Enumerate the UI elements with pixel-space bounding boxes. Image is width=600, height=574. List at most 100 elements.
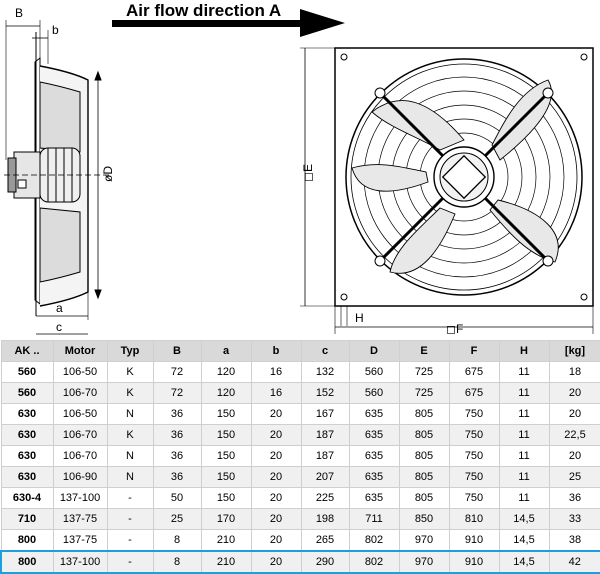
table-cell: 187 — [300, 424, 350, 446]
table-cell: 22,5 — [548, 424, 600, 446]
table-cell: 120 — [200, 382, 252, 404]
table-cell: 675 — [448, 361, 500, 383]
col-header-typ: Typ — [106, 340, 154, 362]
table-cell: 207 — [300, 466, 350, 488]
table-cell: 20 — [548, 445, 600, 467]
fan-side-view — [4, 20, 110, 335]
dim-H-label: H — [355, 311, 364, 325]
table-cell: 635 — [348, 487, 400, 509]
col-header-motor: Motor — [52, 340, 108, 362]
table-cell: K — [106, 361, 154, 383]
table-cell: 800 — [0, 550, 54, 574]
table-cell: 970 — [398, 550, 450, 574]
table-cell: 25 — [152, 508, 202, 530]
table-cell: 225 — [300, 487, 350, 509]
table-cell: K — [106, 382, 154, 404]
table-cell: 187 — [300, 445, 350, 467]
table-cell: 38 — [548, 529, 600, 552]
table-cell: 167 — [300, 403, 350, 425]
table-cell: 805 — [398, 403, 450, 425]
dim-a-label: a — [56, 301, 63, 315]
table-cell: 20 — [548, 403, 600, 425]
table-cell: 710 — [0, 508, 54, 530]
table-cell: 137-75 — [52, 508, 108, 530]
table-cell: 106-70 — [52, 424, 108, 446]
table-cell: 106-50 — [52, 361, 108, 383]
dim-E-label: ◻E — [301, 164, 315, 182]
table-cell: 16 — [250, 361, 302, 383]
dim-B-label: B — [15, 6, 23, 20]
table-cell: K — [106, 424, 154, 446]
table-cell: 910 — [448, 529, 500, 552]
table-cell: 635 — [348, 466, 400, 488]
table-cell: 910 — [448, 550, 500, 574]
table-cell: 635 — [348, 445, 400, 467]
table-cell: 560 — [0, 361, 54, 383]
table-cell: 802 — [348, 550, 400, 574]
table-cell: 711 — [348, 508, 400, 530]
col-header-b-lower: b — [250, 340, 302, 362]
col-header-e: E — [398, 340, 450, 362]
table-cell: 635 — [348, 424, 400, 446]
table-cell: 8 — [152, 550, 202, 574]
col-header-h: H — [498, 340, 550, 362]
table-cell: 152 — [300, 382, 350, 404]
fan-front-view — [300, 47, 594, 334]
table-cell: 635 — [348, 403, 400, 425]
col-header-c: c — [300, 340, 350, 362]
table-cell: 630 — [0, 466, 54, 488]
table-cell: 725 — [398, 382, 450, 404]
table-cell: 150 — [200, 403, 252, 425]
table-cell: 20 — [250, 424, 302, 446]
table-cell: 805 — [398, 445, 450, 467]
table-cell: N — [106, 445, 154, 467]
col-header-d: D — [348, 340, 400, 362]
table-header-row: AK .. Motor Typ B a b c D E F H [kg] — [0, 340, 600, 362]
table-cell: 850 — [398, 508, 450, 530]
table-cell: 36 — [548, 487, 600, 509]
table-cell: 750 — [448, 403, 500, 425]
table-cell: 132 — [300, 361, 350, 383]
table-cell: 50 — [152, 487, 202, 509]
table-cell: 137-100 — [52, 487, 108, 509]
table-cell: 290 — [300, 550, 350, 574]
table-cell: 16 — [250, 382, 302, 404]
table-cell: 18 — [548, 361, 600, 383]
table-cell: N — [106, 466, 154, 488]
table-cell: 805 — [398, 466, 450, 488]
table-cell: 265 — [300, 529, 350, 552]
table-cell: 137-75 — [52, 529, 108, 552]
table-cell: 11 — [498, 466, 550, 488]
table-cell: 150 — [200, 466, 252, 488]
table-cell: 750 — [448, 445, 500, 467]
table-cell: 20 — [250, 508, 302, 530]
table-cell: 805 — [398, 487, 450, 509]
table-cell: - — [106, 550, 154, 574]
dimension-table: AK .. Motor Typ B a b c D E F H [kg] 560… — [0, 340, 600, 574]
table-cell: 14,5 — [498, 508, 550, 530]
table-cell: 805 — [398, 424, 450, 446]
table-cell: 630-4 — [0, 487, 54, 509]
table-cell: 120 — [200, 361, 252, 383]
table-cell: 970 — [398, 529, 450, 552]
dim-D-label: øD — [101, 166, 115, 182]
dim-F-label: ◻F — [446, 322, 463, 336]
table-cell: - — [106, 529, 154, 552]
table-cell: 20 — [250, 529, 302, 552]
table-cell: 560 — [348, 361, 400, 383]
table-cell: 20 — [250, 550, 302, 574]
table-cell: 810 — [448, 508, 500, 530]
table-cell: 630 — [0, 424, 54, 446]
table-cell: 11 — [498, 487, 550, 509]
col-header-a: a — [200, 340, 252, 362]
table-cell: 150 — [200, 487, 252, 509]
table-cell: 20 — [250, 403, 302, 425]
table-cell: 11 — [498, 445, 550, 467]
table-cell: 36 — [152, 424, 202, 446]
airflow-arrow-icon — [112, 9, 345, 37]
table-cell: 106-70 — [52, 382, 108, 404]
